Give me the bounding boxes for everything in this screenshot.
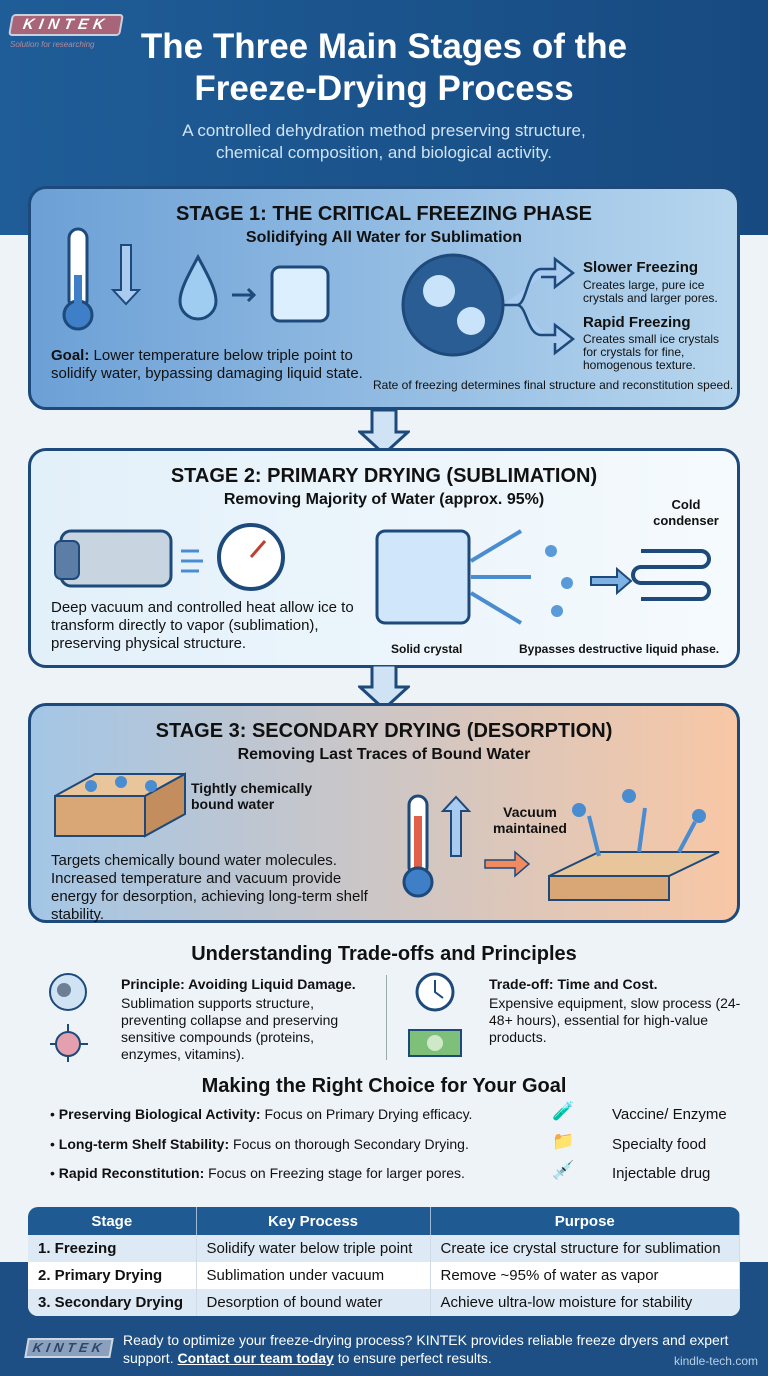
application-label: Specialty food: [612, 1136, 707, 1153]
syringe-icon: 💉: [552, 1160, 575, 1180]
principle-text: Sublimation supports structure, preventi…: [121, 995, 339, 1062]
tradeoffs-title: Understanding Trade-offs and Principles: [191, 943, 577, 965]
stage1-subtitle: Solidifying All Water for Sublimation: [245, 229, 523, 246]
stage3-panel: STAGE 3: SECONDARY DRYING (DESORPTION) R…: [28, 703, 740, 923]
stage2-subtitle: Removing Majority of Water (approx. 95%): [223, 491, 545, 508]
slow-freezing-title: Slower Freezing: [583, 259, 699, 276]
tradeoff-title: Trade-off: Time and Cost.: [489, 976, 658, 992]
desorption-heat-icon: [402, 789, 720, 901]
rapid-freezing-text: Creates small ice crystals for crystals …: [583, 332, 720, 372]
stage2-text: Deep vacuum and controlled heat allow ic…: [51, 599, 354, 652]
cold-condenser-label: Cold condenser: [653, 497, 719, 528]
logo-tagline: Solution for researching: [10, 40, 95, 49]
rapid-freezing-title: Rapid Freezing: [583, 314, 691, 331]
choice-item: • Rapid Reconstitution: Focus on Freezin…: [50, 1165, 465, 1181]
bypass-label: Bypasses destructive liquid phase.: [519, 642, 720, 656]
goal-text: Lower temperature below triple point to …: [51, 347, 363, 382]
down-arrow-icon: [358, 410, 410, 455]
page-subtitle: A controlled dehydration method preservi…: [182, 121, 586, 162]
water-to-ice-icon: [178, 253, 330, 323]
choice-item: • Long-term Shelf Stability: Focus on th…: [50, 1136, 469, 1152]
stage1-goal: Goal: Lower temperature below triple poi…: [51, 347, 371, 383]
tradeoff-text: Expensive equipment, slow process (24-48…: [489, 995, 741, 1045]
vacuum-pump-gauge-icon: [54, 523, 285, 591]
ice-crystal-branch-icon: [401, 253, 576, 357]
divider: [386, 975, 387, 1060]
sublimation-condenser-icon: [375, 529, 711, 625]
stage1-note: Rate of freezing determines final struct…: [373, 378, 734, 392]
contact-link[interactable]: Contact our team today: [177, 1350, 334, 1366]
stage1-title: STAGE 1: THE CRITICAL FREEZING PHASE: [176, 203, 592, 225]
vacuum-maintained-label: Vacuum maintained: [493, 804, 567, 836]
footer-logo: KINTEK: [24, 1338, 114, 1358]
thermometer-cold-icon: [62, 227, 142, 331]
solid-crystal-label: Solid crystal: [391, 642, 463, 656]
choice-title: Making the Right Choice for Your Goal: [201, 1075, 567, 1097]
stage3-subtitle: Removing Last Traces of Bound Water: [237, 746, 531, 763]
vial-icon: 🧪: [552, 1101, 575, 1121]
goal-label: Goal:: [51, 347, 90, 364]
cell-virus-icon: [49, 973, 88, 1062]
clock-money-icon: [408, 972, 462, 1057]
slow-freezing-text: Creates large, pure ice crystals and lar…: [583, 278, 718, 305]
website-url[interactable]: kindle-tech.com: [673, 1354, 758, 1368]
bound-water-slab-icon: [54, 772, 186, 838]
food-icon: 📁: [552, 1131, 575, 1151]
stage3-text: Targets chemically bound water molecules…: [51, 852, 368, 923]
stage1-panel: STAGE 1: THE CRITICAL FREEZING PHASE Sol…: [28, 186, 740, 410]
footer-text: Ready to optimize your freeze-drying pro…: [123, 1332, 729, 1366]
page-title: The Three Main Stages of the Freeze-Dryi…: [140, 27, 628, 108]
choice-item: • Preserving Biological Activity: Focus …: [50, 1106, 473, 1122]
bound-water-label: Tightly chemically bound water: [191, 780, 313, 812]
principle-title: Principle: Avoiding Liquid Damage.: [121, 976, 356, 992]
footer: [0, 1318, 768, 1376]
down-arrow-icon: [358, 665, 410, 710]
application-label: Vaccine/ Enzyme: [612, 1106, 727, 1123]
stage2-panel: STAGE 2: PRIMARY DRYING (SUBLIMATION) Re…: [28, 448, 740, 668]
stage2-title: STAGE 2: PRIMARY DRYING (SUBLIMATION): [170, 465, 598, 487]
stage3-title: STAGE 3: SECONDARY DRYING (DESORPTION): [155, 720, 613, 742]
application-label: Injectable drug: [612, 1165, 711, 1182]
